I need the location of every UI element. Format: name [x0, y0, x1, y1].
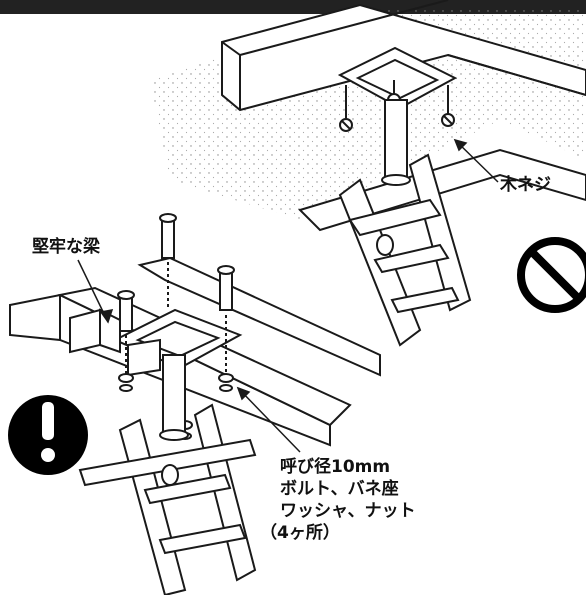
- leader-lines: [77, 138, 499, 453]
- bolt-label-line-4: （4ヶ所）: [260, 522, 340, 543]
- lower-hanger: [78, 403, 257, 597]
- prohibition-icon: [517, 237, 586, 313]
- upper-mount-plate: [337, 46, 458, 110]
- wood-screw-label: 木ネジ: [499, 174, 551, 195]
- upper-pole: [381, 99, 411, 186]
- bolt-label-line-1: 呼び径10mm: [280, 456, 390, 477]
- upper-hanger: [338, 153, 472, 347]
- l-bracket: [69, 308, 161, 377]
- beam-label: 堅牢な梁: [32, 236, 101, 257]
- exclamation-icon: [8, 395, 88, 475]
- bolt-label-line-3: ワッシャ、ナット: [280, 501, 416, 521]
- bolts: [117, 213, 235, 375]
- bolt-label-line-2: ボルト、バネ座: [280, 478, 399, 499]
- lower-pole: [159, 354, 189, 441]
